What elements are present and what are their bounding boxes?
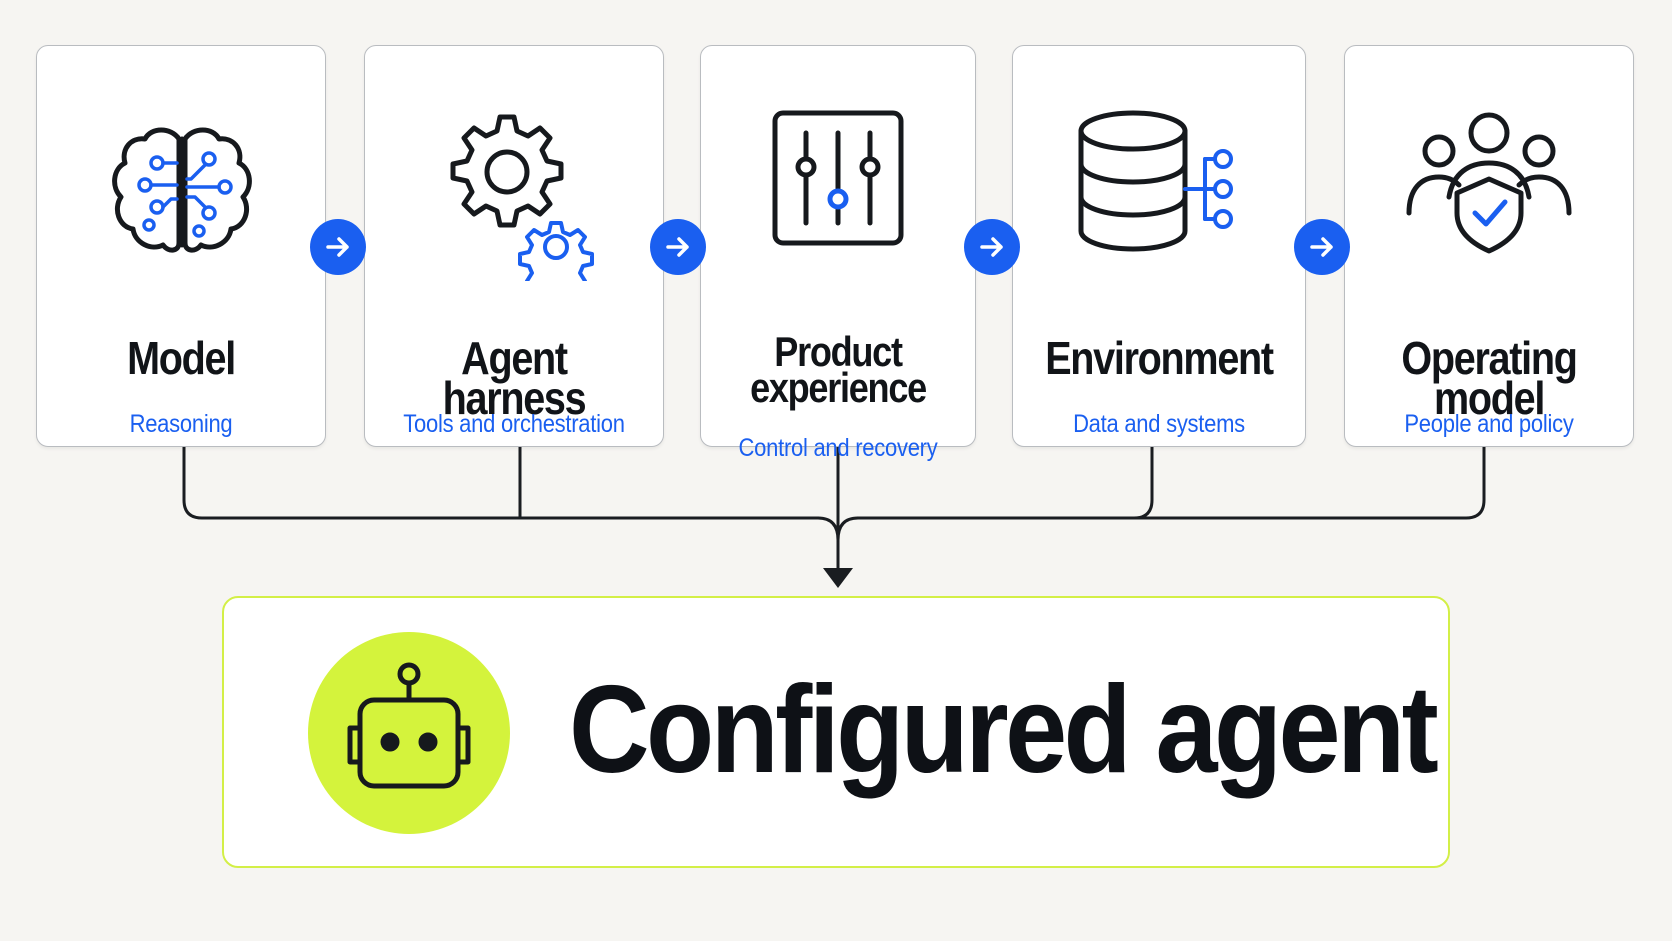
card-model: Model Reasoning — [36, 45, 326, 447]
card-product-experience: Product experience Control and recovery — [700, 45, 976, 462]
brain-circuit-icon — [91, 101, 271, 281]
arrow-right-icon — [964, 219, 1020, 275]
card-agent-harness: Agent harness Tools and orchestration — [364, 45, 664, 447]
connector-operating — [856, 445, 1486, 520]
card-subtitle: Data and systems — [1073, 410, 1245, 438]
card-title-line: Product — [774, 328, 903, 375]
gears-icon — [424, 101, 604, 297]
arrow-right-icon — [1294, 219, 1350, 275]
card-title-line: experience — [750, 364, 927, 411]
connector-merge-left — [816, 516, 840, 542]
result-title: Configured agent — [569, 661, 1439, 799]
card-title: Environment — [1045, 332, 1274, 384]
card-title: Agent harness — [442, 332, 587, 424]
card-title: Product experience — [724, 328, 953, 411]
arrow-right-icon — [650, 219, 706, 275]
card-subtitle: Control and recovery — [738, 434, 938, 462]
card-subtitle: Tools and orchestration — [403, 410, 625, 438]
people-shield-icon — [1399, 101, 1579, 281]
arrow-right-icon — [310, 219, 366, 275]
sliders-icon — [748, 101, 928, 281]
card-environment: Environment Data and systems — [1012, 45, 1306, 447]
card-title: Operating model — [1401, 332, 1578, 424]
connector-arrowhead — [823, 568, 853, 588]
configured-agent-box: Configured agent — [222, 596, 1450, 868]
database-network-icon — [1069, 101, 1249, 281]
card-subtitle: People and policy — [1404, 410, 1574, 438]
connector-merge-right — [836, 516, 860, 542]
card-operating-model: Operating model People and policy — [1344, 45, 1634, 447]
robot-icon — [308, 632, 510, 834]
connector-model — [182, 445, 820, 520]
card-title: Model — [127, 332, 236, 384]
card-subtitle: Reasoning — [129, 410, 233, 438]
